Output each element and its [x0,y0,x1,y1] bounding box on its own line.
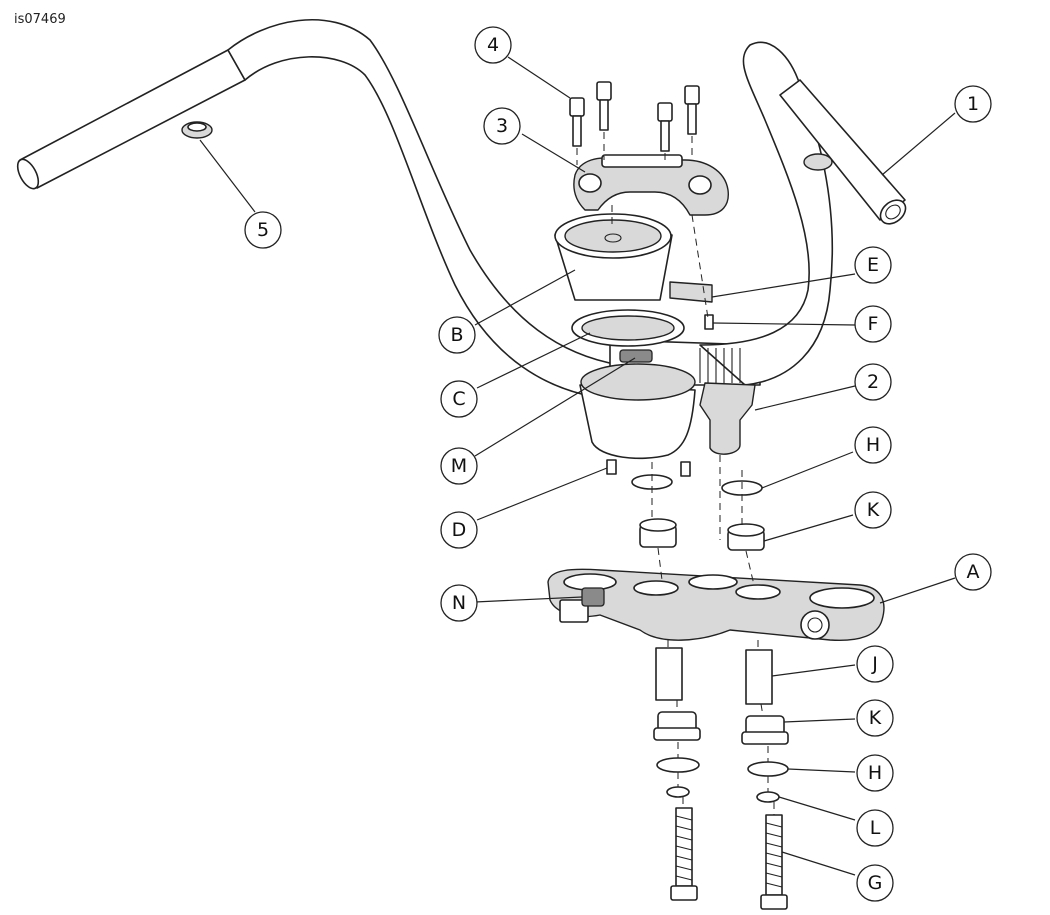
screw-d-right [680,461,691,477]
svg-text:B: B [450,324,463,346]
callout-h-lower: H [856,754,894,792]
callout-5: 5 [244,211,282,249]
svg-text:D: D [452,519,467,541]
triple-clamp [547,568,885,642]
svg-text:F: F [868,313,879,335]
clamp-bolts [569,81,700,152]
callout-m: M [440,447,478,485]
figure-id: is07469 [14,12,66,27]
callout-f: F [854,305,892,343]
svg-text:K: K [867,499,880,521]
callout-4: 4 [474,26,512,64]
svg-text:G: G [868,872,883,894]
spacer-left [655,647,683,701]
washer-lower-right [747,761,789,777]
washer-lower-left [656,757,700,773]
mount-bracket [669,281,756,455]
callout-b: B [438,316,476,354]
lockwasher-right [756,791,780,803]
svg-text:H: H [868,762,882,784]
svg-text:N: N [452,592,466,614]
callout-l: L [856,809,894,847]
assembly-lines [576,132,775,815]
svg-text:5: 5 [257,219,269,241]
bushings-lower [653,711,789,745]
svg-text:L: L [870,817,881,839]
callout-d: D [440,511,478,549]
svg-text:M: M [451,455,467,477]
bushings-upper [639,518,765,551]
svg-text:1: 1 [967,93,979,115]
callout-a: A [954,553,992,591]
callout-j: J [856,645,894,683]
svg-text:E: E [867,254,879,276]
svg-text:J: J [871,653,878,675]
svg-text:H: H [866,434,880,456]
svg-text:K: K [869,707,882,729]
grommet-part [181,121,213,139]
callout-e: E [854,246,892,284]
callout-3: 3 [483,107,521,145]
handlebar [16,19,907,401]
leader-lines [199,56,956,876]
svg-text:4: 4 [487,34,499,56]
svg-text:2: 2 [867,371,879,393]
svg-text:C: C [452,388,465,410]
callout-k-lower: K [856,699,894,737]
callout-n: N [440,584,478,622]
svg-text:3: 3 [496,115,508,137]
top-clamp [573,154,729,216]
spacer-right [745,649,773,705]
callout-k-upper: K [854,491,892,529]
gauge-ring [571,309,685,347]
connector-n [581,587,605,607]
callout-2: 2 [854,363,892,401]
callout-h-upper: H [854,426,892,464]
lockwasher-left [666,786,690,798]
screw-d-left [606,459,617,475]
callout-1: 1 [954,85,992,123]
gauge-housing [554,213,673,301]
callout-c: C [440,380,478,418]
callout-g: G [856,864,894,902]
svg-text:A: A [967,561,980,583]
bolts-g [670,807,788,910]
